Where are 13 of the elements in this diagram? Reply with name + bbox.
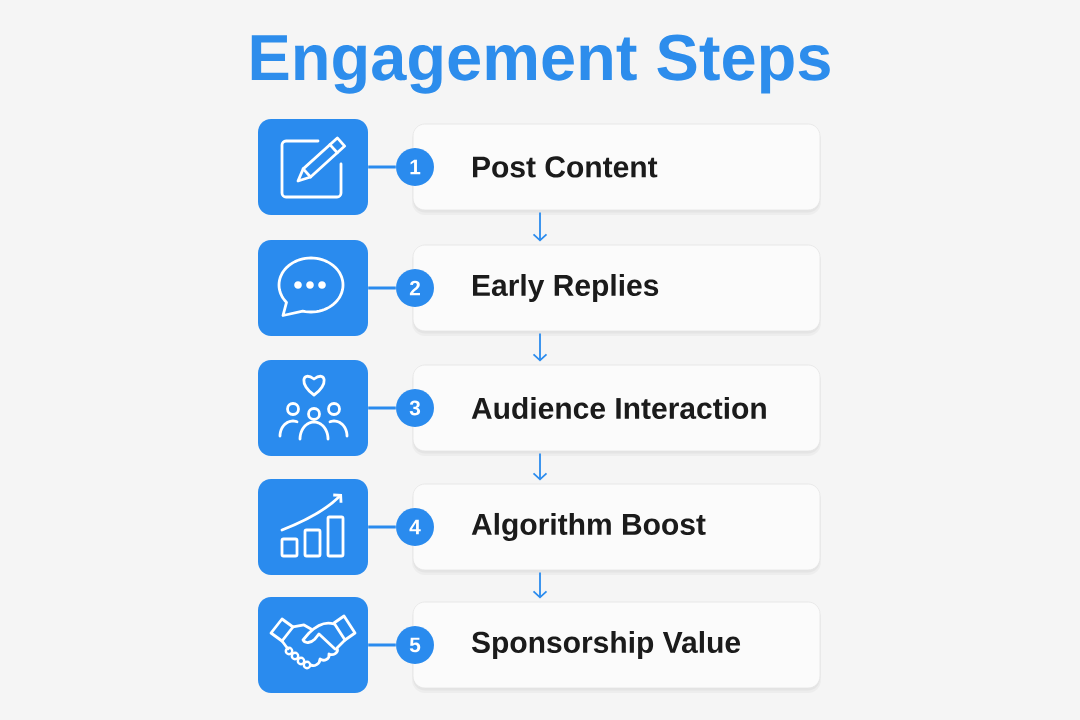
arrow [532, 211, 548, 242]
arrow [532, 332, 548, 362]
connector-line [368, 643, 396, 647]
icon-tile [258, 119, 368, 215]
icon-tile [258, 240, 368, 336]
icon-tile [258, 360, 368, 456]
title: Engagement Steps [251, 34, 830, 94]
connector-line [368, 406, 396, 410]
connector-line [368, 165, 396, 169]
connector-line [368, 286, 396, 290]
arrow [532, 452, 548, 481]
arrow [532, 571, 548, 599]
connector-line [368, 525, 396, 529]
